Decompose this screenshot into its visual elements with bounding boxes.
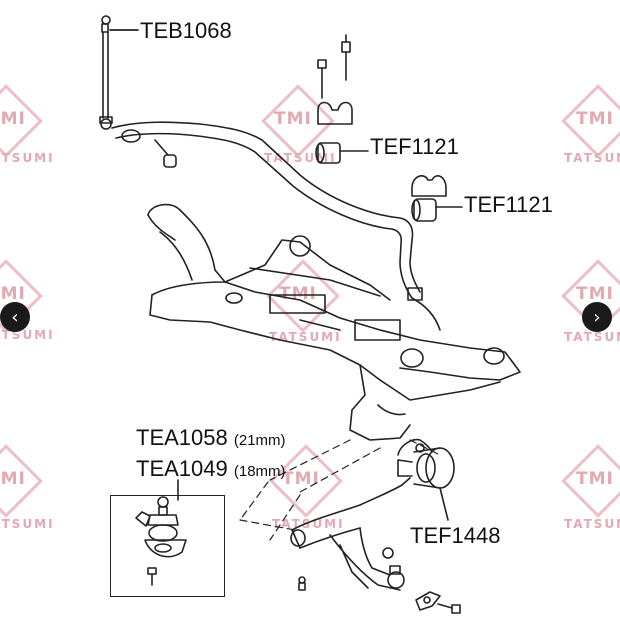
bracket-and-bolt — [415, 591, 461, 614]
part-label-tea1049: TEA1049 (18mm) — [136, 458, 286, 483]
stabilizer-bar — [111, 121, 441, 331]
next-arrow-button[interactable]: › — [582, 302, 612, 332]
stabilizer-bushing-lower — [411, 175, 463, 222]
tea1049-size-note: (18mm) — [233, 463, 286, 480]
ball-joint — [135, 479, 187, 586]
ball-joint-callout-box — [110, 495, 225, 597]
subframe — [147, 203, 521, 441]
stabilizer-link — [99, 15, 139, 130]
tea1058-size-note: (21mm) — [233, 432, 286, 449]
chevron-right-icon: › — [593, 306, 601, 328]
prev-arrow-button[interactable]: ‹ — [0, 302, 30, 332]
part-label-tef1121-lower: TEF1121 — [464, 192, 553, 217]
part-label-tef1121-upper: TEF1121 — [370, 134, 459, 159]
tea1058-code: TEA1058 — [136, 425, 228, 450]
tea1049-code: TEA1049 — [136, 456, 228, 481]
lower-control-arm — [290, 477, 411, 591]
stabilizer-bushing-upper — [315, 34, 369, 164]
mount-guides — [239, 439, 441, 541]
rear-bushing — [397, 438, 455, 521]
part-label-teb1068: TEB1068 — [140, 18, 232, 43]
part-label-tef1448: TEF1448 — [410, 523, 501, 548]
chevron-left-icon: ‹ — [11, 306, 19, 328]
part-label-tea1058: TEA1058 (21mm) — [136, 427, 286, 452]
